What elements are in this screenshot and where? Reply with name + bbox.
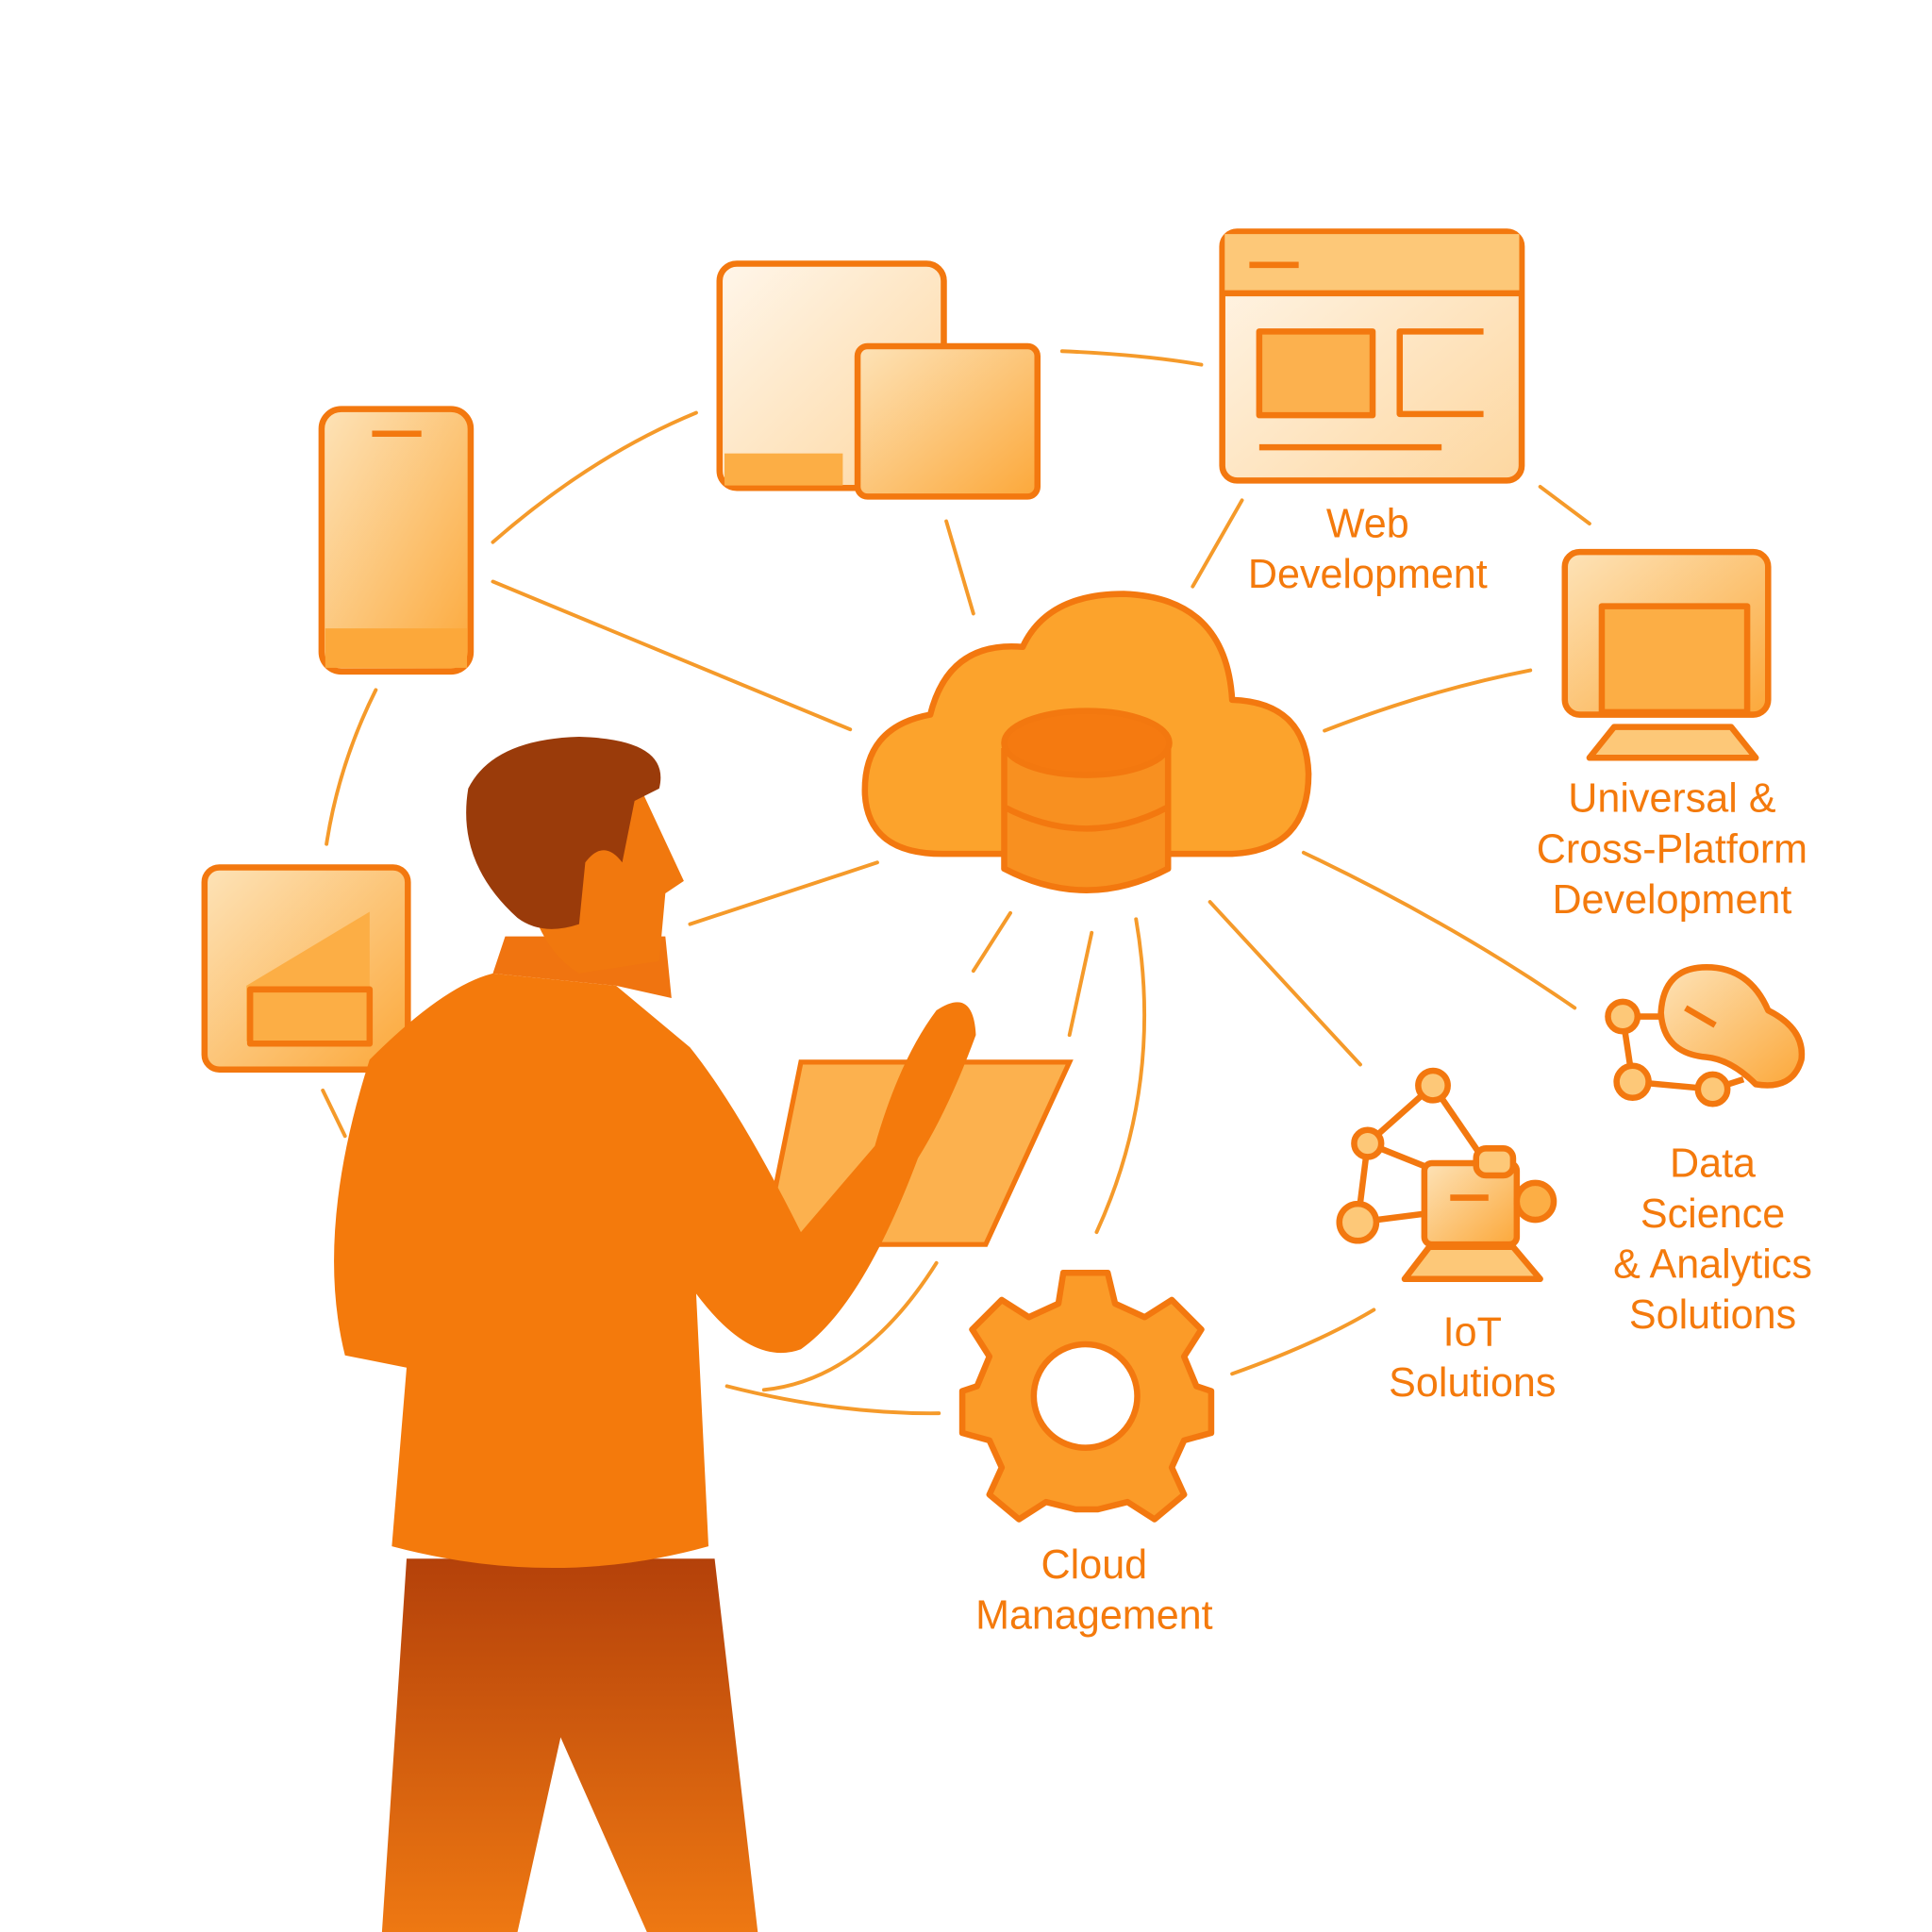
- person-illustration: [334, 737, 1074, 1932]
- web-browser-icon: [1219, 228, 1525, 484]
- iot-network-icon: [1336, 1067, 1557, 1283]
- gear-icon: [958, 1269, 1215, 1523]
- connector-lines: [321, 349, 1591, 1416]
- laptop-tablet-icon: [201, 864, 411, 1073]
- multi-device-icon: [716, 260, 1041, 500]
- monitor-icon: [1561, 548, 1772, 761]
- cloud-database-icon: [861, 591, 1312, 893]
- smartphone-icon: [318, 406, 475, 675]
- data-analytics-icon: [1605, 964, 1806, 1108]
